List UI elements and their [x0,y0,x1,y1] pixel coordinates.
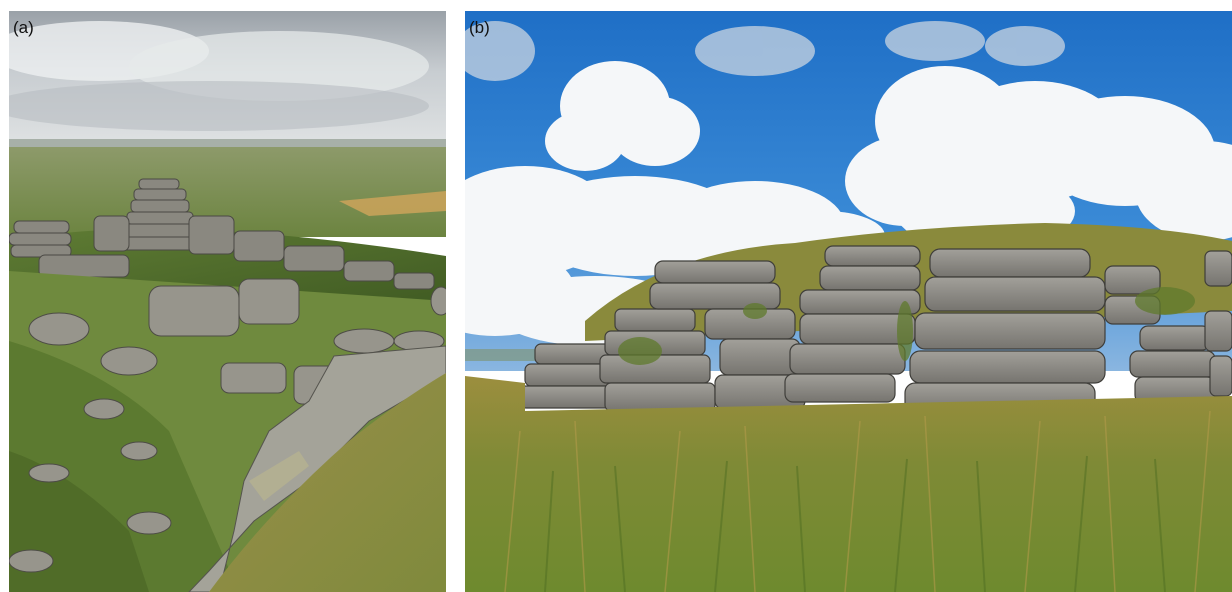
panel-label-a: (a) [13,18,34,37]
granite-tor-a [9,178,435,290]
moorland-tor-photo-a [9,11,446,592]
moorland-tor-photo-b [465,11,1232,592]
tall-grass [465,376,1232,592]
panel-label-b: (b) [469,18,490,37]
photo-panel-b: (b) [465,11,1232,592]
grassy-slope [209,373,446,592]
photo-panel-a: (a) [9,11,446,592]
